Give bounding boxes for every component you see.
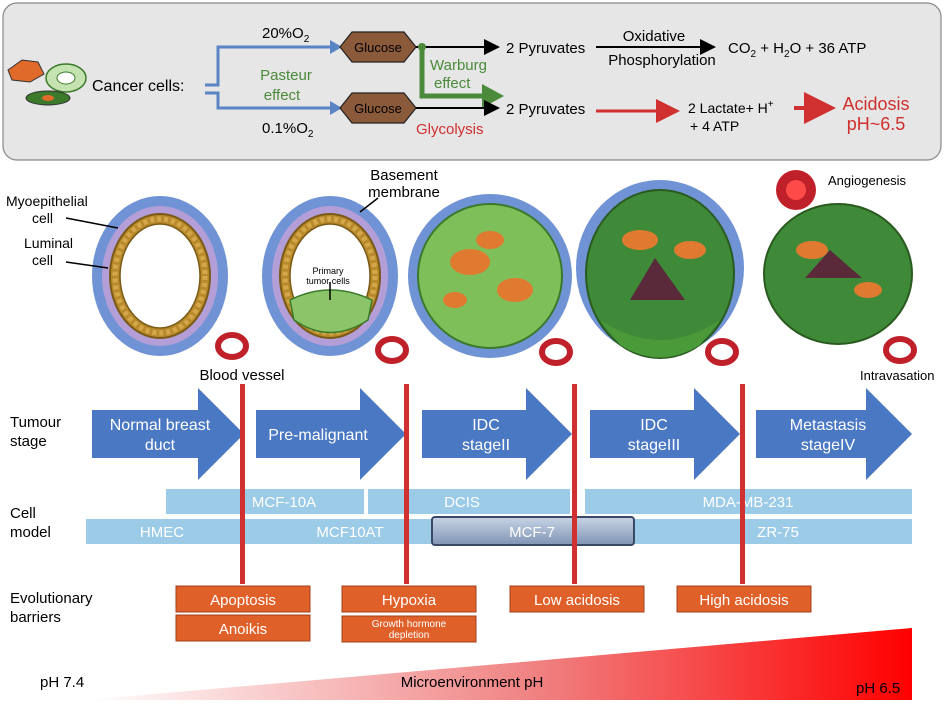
atp4-label: + 4 ATP [690,118,739,134]
label-dcis: DCIS [444,494,480,511]
stage-arrow-4 [590,388,740,480]
box-apoptosis [175,585,311,613]
label-hypoxia: Hypoxia [382,592,437,609]
label-high-acidosis: High acidosis [699,592,788,609]
barrier-labels: Apoptosis Anoikis Hypoxia Growth hormone… [210,592,789,641]
label-mcf7: MCF-7 [509,524,555,541]
ph-wedge [86,628,912,700]
cell-model-bars [86,489,912,546]
stage-arrow-1 [92,388,244,480]
cancer-cell-icon [7,59,87,106]
svg-text:Glucose: Glucose [354,101,402,116]
normal-duct-illustration [92,196,228,356]
acidosis-ph-label: pH~6.5 [847,114,906,134]
stage-label-2: Pre-malignant [268,427,368,444]
label-hmec: HMEC [140,524,184,541]
ph-left-label: pH 7.4 [40,674,84,691]
idc-stage3-illustration [576,180,744,359]
bar-mdamb231 [585,489,912,514]
glycolysis-label: Glycolysis [416,121,484,138]
metastasis-illustration [763,170,913,345]
label-apoptosis: Apoptosis [210,592,276,609]
box-growth-hormone [341,615,477,643]
oxidative-label: Oxidative [623,28,686,45]
o2-low-label: 0.1%O2 [262,120,314,140]
bar-dcis [368,489,570,514]
glucose-hexagon-bottom: Glucose [339,92,417,124]
label-mdamb231: MDA-MB-231 [703,494,794,511]
label-zr75: ZR-75 [757,524,799,541]
blood-vessels [215,332,917,366]
oxidative-products-label: CO2 + H2O + 36 ATP [728,40,866,60]
pyruvates-bottom-label: 2 Pyruvates [506,101,585,118]
bar-mcf7 [431,516,635,546]
stage-arrow-3 [422,388,572,480]
phosphorylation-label: Phosphorylation [608,52,716,69]
angiogenesis-label: Angiogenesis [828,173,907,188]
cell-model-labels: MCF-10A DCIS MDA-MB-231 HMEC MCF10AT MCF… [140,494,799,541]
ph-scale: pH 7.4 Microenvironment pH pH 6.5 [40,628,912,700]
glucose-hexagon-top: Glucose [339,31,417,63]
stage-arrow-5 [756,388,912,480]
ph-center-label: Microenvironment pH [401,674,544,691]
label-mcf10at: MCF10AT [316,524,383,541]
label-low-acidosis: Low acidosis [534,592,620,609]
lactate-label: 2 Lactate+ H+ [688,99,774,116]
barrier-boxes [175,585,812,643]
box-high-acidosis [676,585,812,613]
stage-arrows [92,388,912,480]
premalignant-duct-illustration [262,196,398,356]
pyruvates-top-label: 2 Pyruvates [506,40,585,57]
label-anoikis: Anoikis [219,621,267,638]
ph-right-label: pH 6.5 [856,680,900,697]
box-hypoxia [341,585,477,613]
box-low-acidosis [509,585,645,613]
label-mcf10a: MCF-10A [252,494,316,511]
barrier-lines [240,384,745,584]
leader-lines [65,197,379,300]
cancer-cells-label: Cancer cells: [92,78,184,95]
stage-arrow-2 [256,388,406,480]
o2-high-label: 20%O2 [262,25,310,45]
idc-stage2-illustration [408,194,572,358]
blood-vessel-label: Blood vessel [199,367,284,384]
oxygen-branch-arrows [205,40,342,115]
intravasation-label: Intravasation [860,368,934,383]
box-anoikis [175,614,311,642]
svg-text:Glucose: Glucose [354,40,402,55]
bar-mcf10a [166,489,364,514]
acidosis-label: Acidosis [842,94,909,114]
